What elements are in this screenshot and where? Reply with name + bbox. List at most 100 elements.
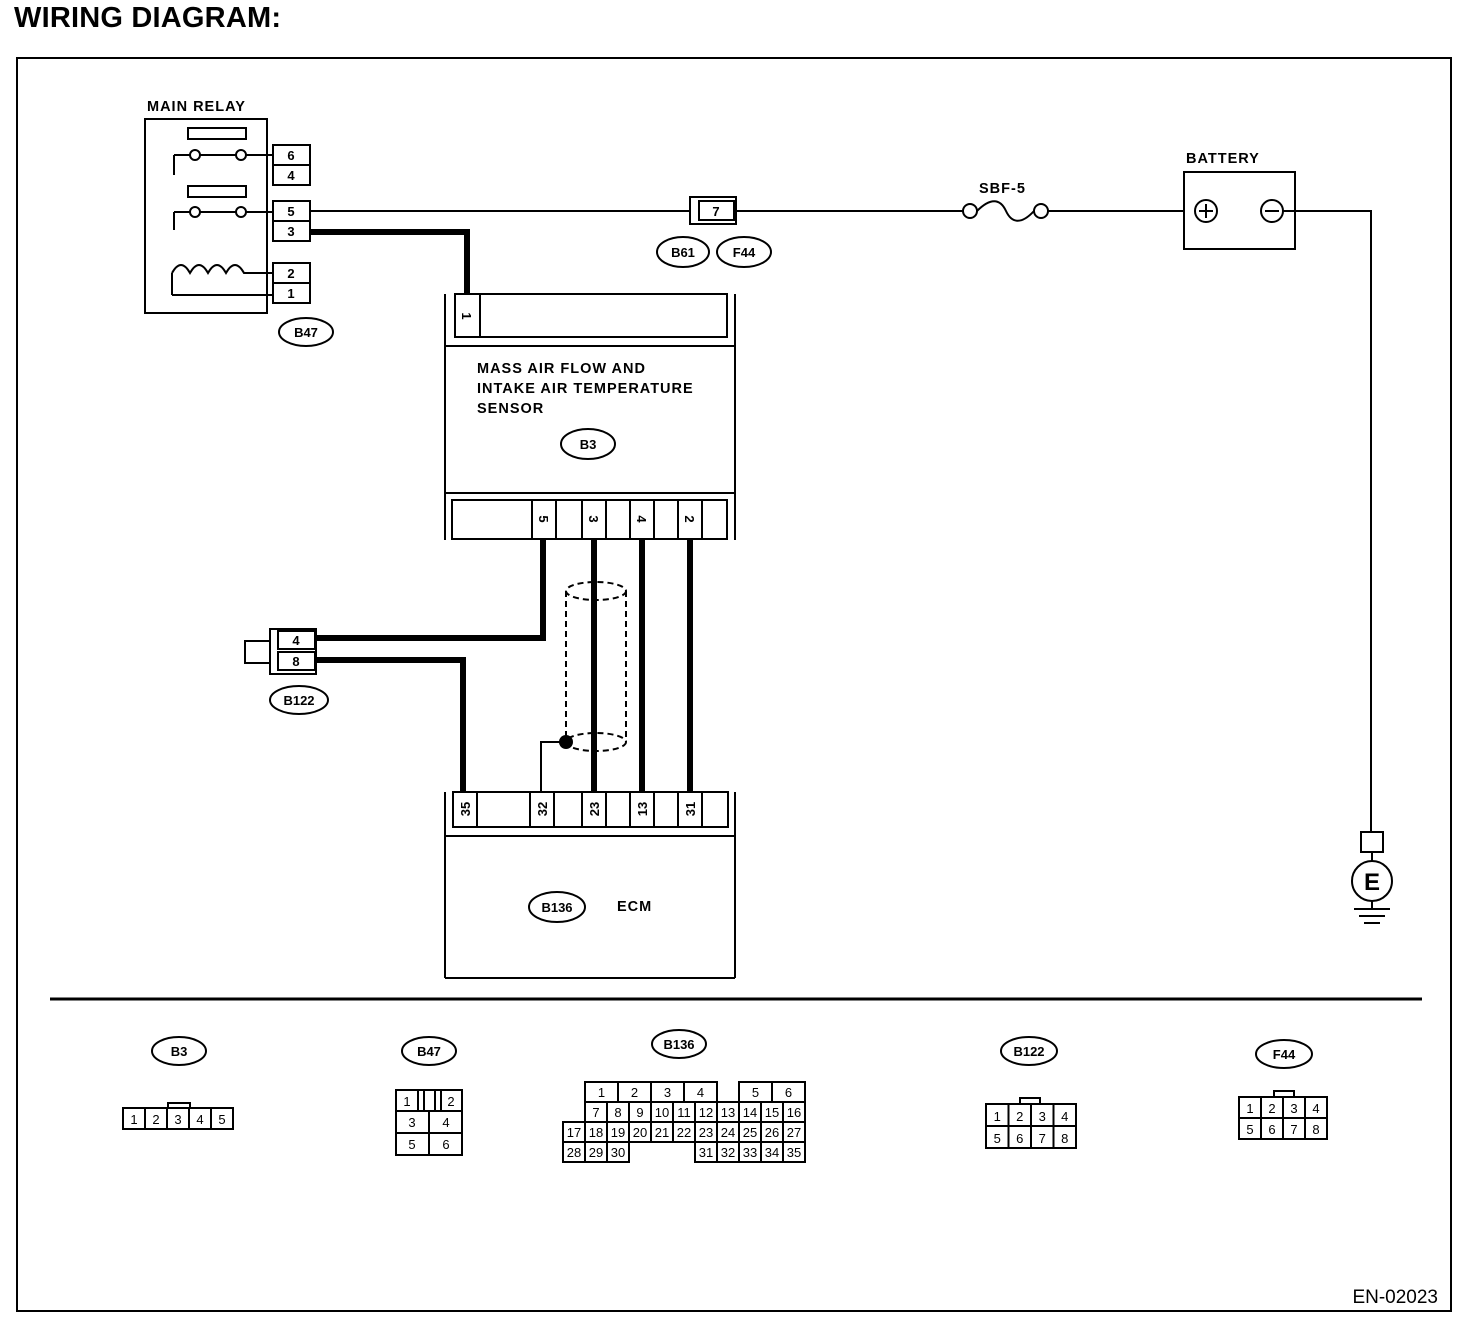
b47-cell: 1 [403, 1094, 410, 1109]
relay-pin-3: 3 [287, 224, 294, 239]
shield-icon [565, 581, 627, 752]
b136-cell: 1 [598, 1085, 605, 1100]
maf-label-line1: MASS AIR FLOW AND [477, 361, 646, 377]
wire-maf5-to-b122-4 [315, 539, 546, 641]
b122-connector-tag [269, 685, 329, 715]
b122-cell: 1 [994, 1109, 1001, 1124]
page-title: WIRING DIAGRAM: [14, 2, 282, 34]
b136-cell: 17 [567, 1125, 581, 1140]
f44-cell-box [1304, 1117, 1328, 1140]
joint-connector: 7 B61 F44 [656, 196, 772, 268]
b136-cell: 13 [721, 1105, 735, 1120]
b3-connector-tag [560, 428, 616, 460]
battery-negative-icon [1260, 199, 1284, 223]
wire-b122-8-to-ecm35 [315, 657, 466, 792]
b3-cell: 3 [174, 1112, 181, 1127]
ecm-pins: 35 32 23 13 31 [458, 792, 703, 827]
ecm-pin-23: 23 [587, 802, 602, 816]
b136-cell: 12 [699, 1105, 713, 1120]
b3-cell: 2 [152, 1112, 159, 1127]
b122-cell: 6 [1016, 1131, 1023, 1146]
connector-view-b3-name: B3 [171, 1044, 188, 1059]
b136-cell: 7 [592, 1105, 599, 1120]
maf-pin-4: 4 [634, 515, 649, 523]
b136-cell: 8 [614, 1105, 621, 1120]
maf-label-line2: INTAKE AIR TEMPERATURE [477, 381, 694, 397]
f44-cell: 1 [1246, 1101, 1253, 1116]
ecm-label: ECM [617, 899, 652, 915]
b47-cell: 4 [442, 1115, 449, 1130]
b136-cell: 20 [633, 1125, 647, 1140]
b136-cell: 5 [752, 1085, 759, 1100]
b136-cell: 11 [677, 1105, 691, 1120]
relay-pin-4: 4 [287, 168, 295, 183]
relay-pin-2: 2 [287, 266, 294, 281]
b122-connector: 4 8 B122 [244, 628, 329, 715]
ecm-pin-32: 32 [535, 802, 550, 816]
f44-cell: 3 [1290, 1101, 1297, 1116]
relay-contact-bar-lower [187, 185, 247, 198]
b3-cell: 1 [130, 1112, 137, 1127]
b122-cell-box [1052, 1125, 1077, 1149]
connector-view-b47-name: B47 [417, 1044, 441, 1059]
b122-cell: 3 [1039, 1109, 1046, 1124]
b136-cell: 30 [611, 1145, 625, 1160]
b136-cell: 24 [721, 1125, 735, 1140]
b47-cell: 6 [442, 1137, 449, 1152]
maf-pin-5: 5 [536, 515, 551, 522]
b47-cell: 3 [408, 1115, 415, 1130]
ground-label: E [1364, 869, 1380, 896]
connector-view-b122-name: B122 [1013, 1044, 1044, 1059]
b122-connector-tag-label: B122 [283, 693, 314, 708]
b136-cell-box [782, 1141, 806, 1163]
ecm: 35 32 23 13 31 B136 ECM [444, 791, 736, 979]
main-relay: MAIN RELAY 6 4 [144, 99, 334, 347]
b136-cell: 9 [636, 1105, 643, 1120]
relay-pin-6: 6 [287, 148, 294, 163]
fuse-sbf5: SBF-5 [962, 181, 1049, 222]
maf-label-line3: SENSOR [477, 401, 544, 417]
b136-cell: 4 [697, 1085, 704, 1100]
ecm-pin-35: 35 [458, 802, 473, 816]
b47-cell: 2 [447, 1094, 454, 1109]
connector-view-f44-name: F44 [1273, 1047, 1296, 1062]
maf-sensor: 1 MASS AIR FLOW AND INTAKE AIR TEMPERATU… [444, 293, 736, 540]
footer-code: EN-02023 [1352, 1287, 1438, 1308]
b47-cell: 5 [408, 1137, 415, 1152]
b61-connector-tag [656, 236, 710, 268]
f44-connector-tag-label: F44 [733, 245, 756, 260]
relay-pin-5: 5 [287, 204, 294, 219]
fuse-label: SBF-5 [979, 181, 1026, 197]
b122-cell: 8 [1061, 1131, 1068, 1146]
fuse-icon [976, 200, 1035, 222]
relay-pin-1: 1 [287, 286, 294, 301]
b136-cell: 2 [631, 1085, 638, 1100]
b136-cell: 3 [664, 1085, 671, 1100]
f44-cell: 6 [1268, 1122, 1275, 1137]
b136-connector-tag [528, 891, 586, 923]
connector-view-b47: B47 1 2 3 4 5 6 [395, 1036, 463, 1156]
shield-ground-node [559, 735, 573, 749]
b3-cell: 4 [196, 1112, 203, 1127]
b136-cell: 27 [787, 1125, 801, 1140]
connector-view-b3: B3 1 2 3 4 5 [122, 1036, 234, 1130]
relay-contact-bar-upper [187, 127, 247, 140]
maf-pin-1: 1 [459, 312, 474, 319]
battery-positive-icon [1194, 199, 1218, 223]
ecm-pin-13: 13 [635, 802, 650, 816]
b136-cell: 29 [589, 1145, 603, 1160]
b122-pin-8: 8 [292, 654, 299, 669]
battery: BATTERY [1183, 151, 1296, 250]
wire-relay-to-maf [310, 229, 470, 296]
b136-connector-tag-label: B136 [541, 900, 572, 915]
main-relay-body [144, 118, 268, 314]
joint-pin-7: 7 [712, 204, 719, 219]
b136-cell: 10 [655, 1105, 669, 1120]
b3-cell: 5 [218, 1112, 225, 1127]
